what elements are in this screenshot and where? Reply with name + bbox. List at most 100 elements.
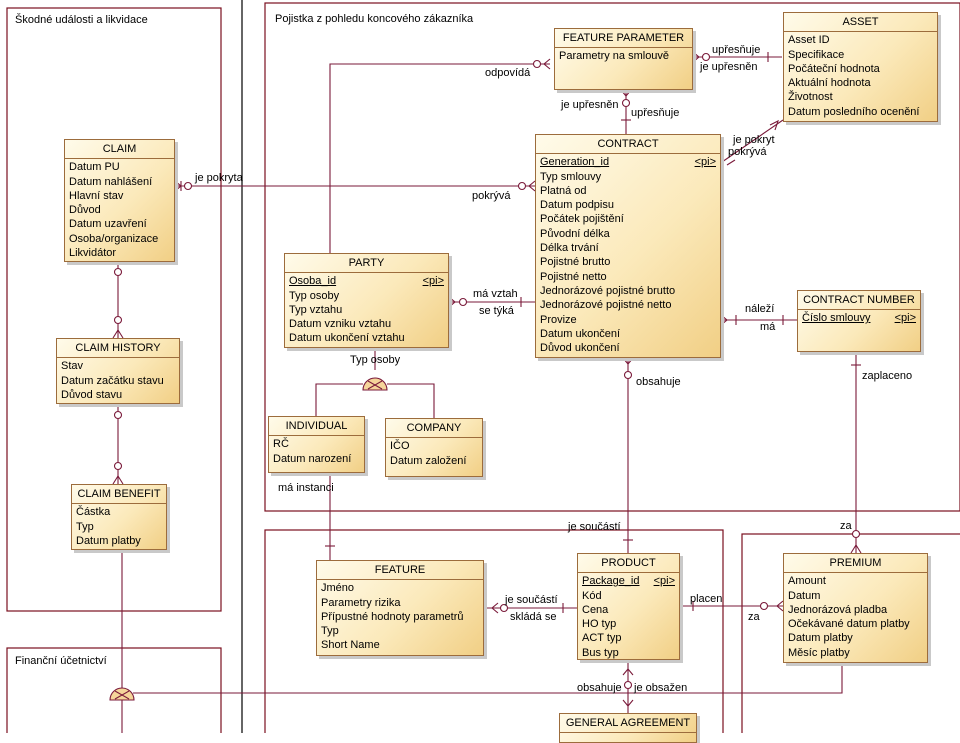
entity-attribute: Pojistné netto — [540, 270, 607, 283]
frame-label-customer: Pojistka z pohledu koncového zákazníka — [275, 13, 474, 25]
entity-attribute: Kód — [582, 589, 602, 602]
entity-attribute: ACT typ — [582, 632, 622, 645]
entity-attribute: HO typ — [582, 618, 617, 631]
entity-attribute: Datum platby — [788, 632, 853, 645]
link-finance-product — [133, 660, 843, 694]
entity-attribute: Důvod stavu — [61, 388, 123, 401]
entity-name: CLAIM HISTORY — [57, 339, 179, 359]
entity-attribute: Datum PU — [69, 161, 120, 174]
entity-attribute: IČO — [390, 440, 410, 453]
rel-ma-vztah: má vztah — [473, 288, 518, 300]
entity-attribute: Délka trvání — [540, 242, 599, 255]
entity-attribute: Parametry rizika — [321, 596, 401, 609]
entity-attribute: Datum ukončení — [540, 327, 621, 340]
entity-attribute: Hlavní stav — [69, 189, 124, 202]
entity-attribute: Jednorázové pojistné brutto — [540, 284, 676, 297]
finance-subtype-symbol — [109, 687, 135, 701]
rel-je-pokryta: je pokryta — [195, 172, 243, 184]
rel-obsahuje-2: obsahuje — [577, 682, 622, 694]
entity-attribute: Aktuální hodnota — [788, 77, 871, 90]
entity-attribute: Parametry na smlouvě — [559, 50, 670, 63]
rel-obsahuje: obsahuje — [636, 376, 681, 388]
rel-je-obsazen: je obsažen — [634, 682, 688, 694]
rel-je-soucasti-2: je součástí — [505, 594, 558, 606]
rel-sklada-se: skládá se — [510, 611, 557, 623]
rel-upresnuje-2: upřesňuje — [631, 107, 680, 119]
entity-attribute: Částka — [76, 506, 111, 519]
rel-za-1: za — [840, 520, 852, 532]
entity-attribute: Asset ID — [788, 34, 830, 47]
primary-key-name: Generation_id — [540, 156, 610, 169]
entity-general-agreement[interactable]: GENERAL AGREEMENT — [559, 713, 697, 743]
entity-attribute: Očekávané datum platby — [788, 618, 910, 631]
entity-attribute: Typ vztahu — [289, 303, 343, 316]
entity-name: CONTRACT NUMBER — [798, 291, 920, 311]
entity-attribute: RČ — [273, 438, 289, 451]
crowfoot-claim — [174, 180, 182, 192]
link-party-featparam — [329, 63, 550, 253]
entity-attribute: Typ smlouvy — [540, 170, 602, 183]
entity-name: PARTY — [285, 254, 448, 274]
entity-name: INDIVIDUAL — [269, 417, 364, 437]
primary-key-tag: <pi> — [694, 156, 716, 169]
entity-attribute: Typ osoby — [289, 289, 340, 302]
rel-pokryva: pokrývá — [472, 190, 511, 202]
entity-attribute: Pojistné brutto — [540, 256, 611, 269]
entity-attribute: Datum nahlášení — [69, 175, 153, 188]
rel-je-soucasti: je součástí — [568, 521, 621, 533]
entity-attribute: Datum posledního ocenění — [788, 105, 920, 118]
primary-key-name: Package_id — [582, 575, 640, 588]
entity-attribute: Datum narození — [273, 452, 352, 465]
entity-attribute: Amount — [788, 575, 826, 588]
entity-name: ASSET — [784, 13, 937, 33]
entity-attributes: Číslo smlouvy<pi> — [798, 310, 920, 326]
primary-key-name: Osoba_id — [289, 275, 337, 288]
entity-attribute: Původní délka — [540, 227, 610, 240]
link-asset-contract — [721, 119, 784, 163]
entity-primary-key: Package_id <pi> — [582, 574, 675, 588]
entity-name: GENERAL AGREEMENT — [560, 714, 696, 734]
entity-attribute: Jednorázové pojistné netto — [540, 299, 672, 312]
entity-attribute: Datum začátku stavu — [61, 374, 164, 387]
entity-name: PRODUCT — [578, 554, 679, 574]
frame-label-claims: Škodné události a likvidace — [15, 14, 148, 26]
entity-primary-key: Číslo smlouvy<pi> — [802, 311, 916, 325]
frame-claims — [6, 7, 222, 612]
frame-label-finance: Finanční účetnictví — [15, 655, 107, 667]
rel-je-upresnen-1: je upřesněn — [700, 61, 758, 73]
entity-attribute: Typ — [321, 625, 339, 638]
rel-ma-instanci: má instanci — [278, 482, 334, 494]
entity-attribute: Cena — [582, 603, 609, 616]
entity-attribute: Jednorázová pladba — [788, 603, 888, 616]
entity-name: FEATURE PARAMETER — [555, 29, 692, 49]
primary-key-tag: <pi> — [653, 575, 675, 588]
rel-pokryva-2: pokrývá — [728, 146, 767, 158]
entity-attribute: Datum platby — [76, 534, 141, 547]
entity-attribute: Provize — [540, 313, 577, 326]
entity-attribute: Platná od — [540, 184, 587, 197]
entity-attribute: Důvod ukončení — [540, 342, 620, 355]
primary-key-tag: <pi> — [894, 312, 916, 325]
entity-attributes: Parametry na smlouvě — [555, 48, 692, 64]
rel-je-pokryt: je pokryt — [733, 134, 775, 146]
